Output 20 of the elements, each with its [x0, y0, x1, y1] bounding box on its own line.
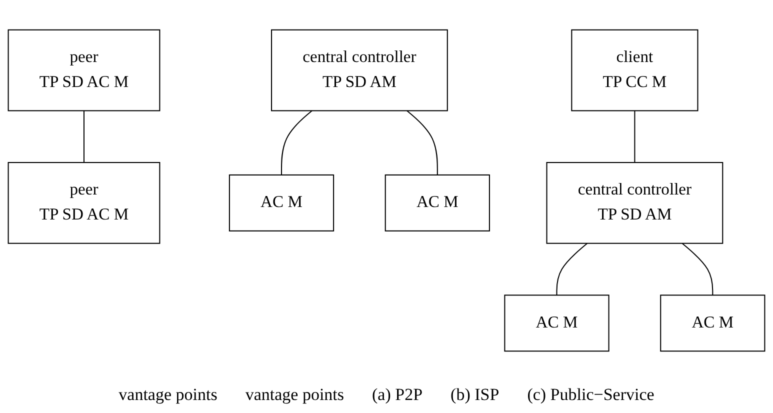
- connector: [682, 242, 714, 296]
- node-box: peer TP SD AC M: [8, 29, 160, 112]
- connector: [83, 110, 85, 163]
- node-box: AC M: [228, 174, 334, 232]
- node-box: central controller TP SD AM: [546, 162, 724, 244]
- node-box: AC M: [384, 174, 490, 232]
- connector: [634, 110, 636, 163]
- caption-label: (c) Public−Service: [527, 385, 654, 405]
- node-box: AC M: [504, 294, 610, 352]
- caption-label: (a) P2P: [372, 385, 423, 405]
- node-box: central controller TP SD AM: [271, 29, 448, 112]
- node-box: AC M: [660, 294, 766, 352]
- node-box: client TP CC M: [571, 29, 698, 112]
- connector: [280, 110, 312, 175]
- connector: [406, 110, 438, 175]
- caption-label: (b) ISP: [450, 385, 500, 405]
- node-box: peer TP SD AC M: [8, 162, 160, 244]
- caption-label: vantage points: [118, 385, 218, 405]
- connector: [556, 242, 588, 296]
- caption-label: vantage points: [245, 385, 344, 405]
